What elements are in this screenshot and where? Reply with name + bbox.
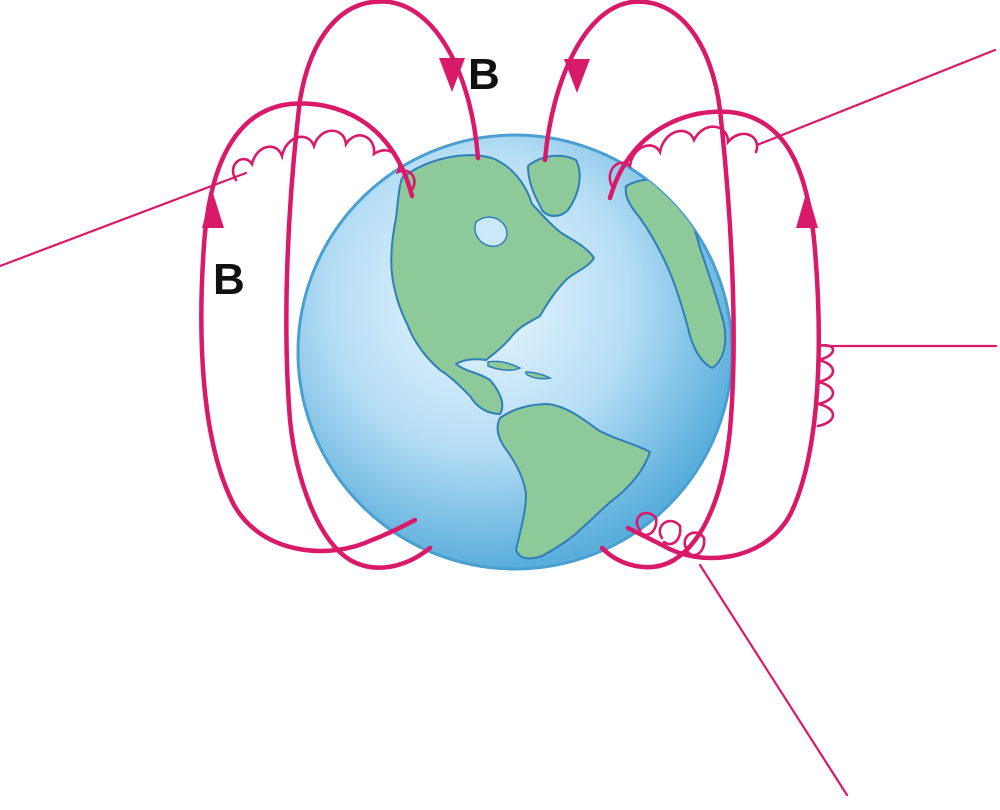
ray-lower-right bbox=[698, 563, 849, 797]
field-line-left-outer bbox=[199, 101, 418, 554]
field-label-top: B bbox=[468, 50, 500, 99]
helix-upper-left bbox=[231, 129, 416, 194]
arrowhead-right-up bbox=[796, 190, 818, 228]
helix-lower-right bbox=[635, 511, 706, 557]
helical-particle-paths bbox=[231, 125, 835, 557]
north-america-landmass bbox=[390, 154, 595, 415]
earth-globe bbox=[296, 133, 734, 571]
field-direction-arrows bbox=[202, 58, 818, 228]
field-line-right-outer bbox=[607, 109, 821, 561]
field-line-left-inner bbox=[284, 0, 481, 570]
helix-right-middle bbox=[816, 343, 835, 428]
continents bbox=[390, 154, 727, 560]
ray-upper-right bbox=[755, 48, 997, 147]
magnetic-field-lines bbox=[199, 0, 821, 570]
arrowhead-left-up bbox=[202, 190, 224, 228]
greenland-landmass bbox=[527, 154, 581, 217]
field-label-left: B bbox=[213, 255, 245, 304]
arrowhead-top-left-down bbox=[439, 58, 465, 92]
helix-upper-right bbox=[608, 125, 759, 188]
south-america-landmass bbox=[496, 403, 651, 560]
arrowhead-top-right-down bbox=[564, 59, 590, 93]
incoming-particle-rays bbox=[0, 48, 998, 797]
hudson-bay bbox=[474, 216, 508, 248]
ray-upper-left bbox=[0, 171, 248, 268]
caribbean-islands bbox=[487, 360, 553, 380]
field-line-right-inner bbox=[542, 0, 736, 570]
